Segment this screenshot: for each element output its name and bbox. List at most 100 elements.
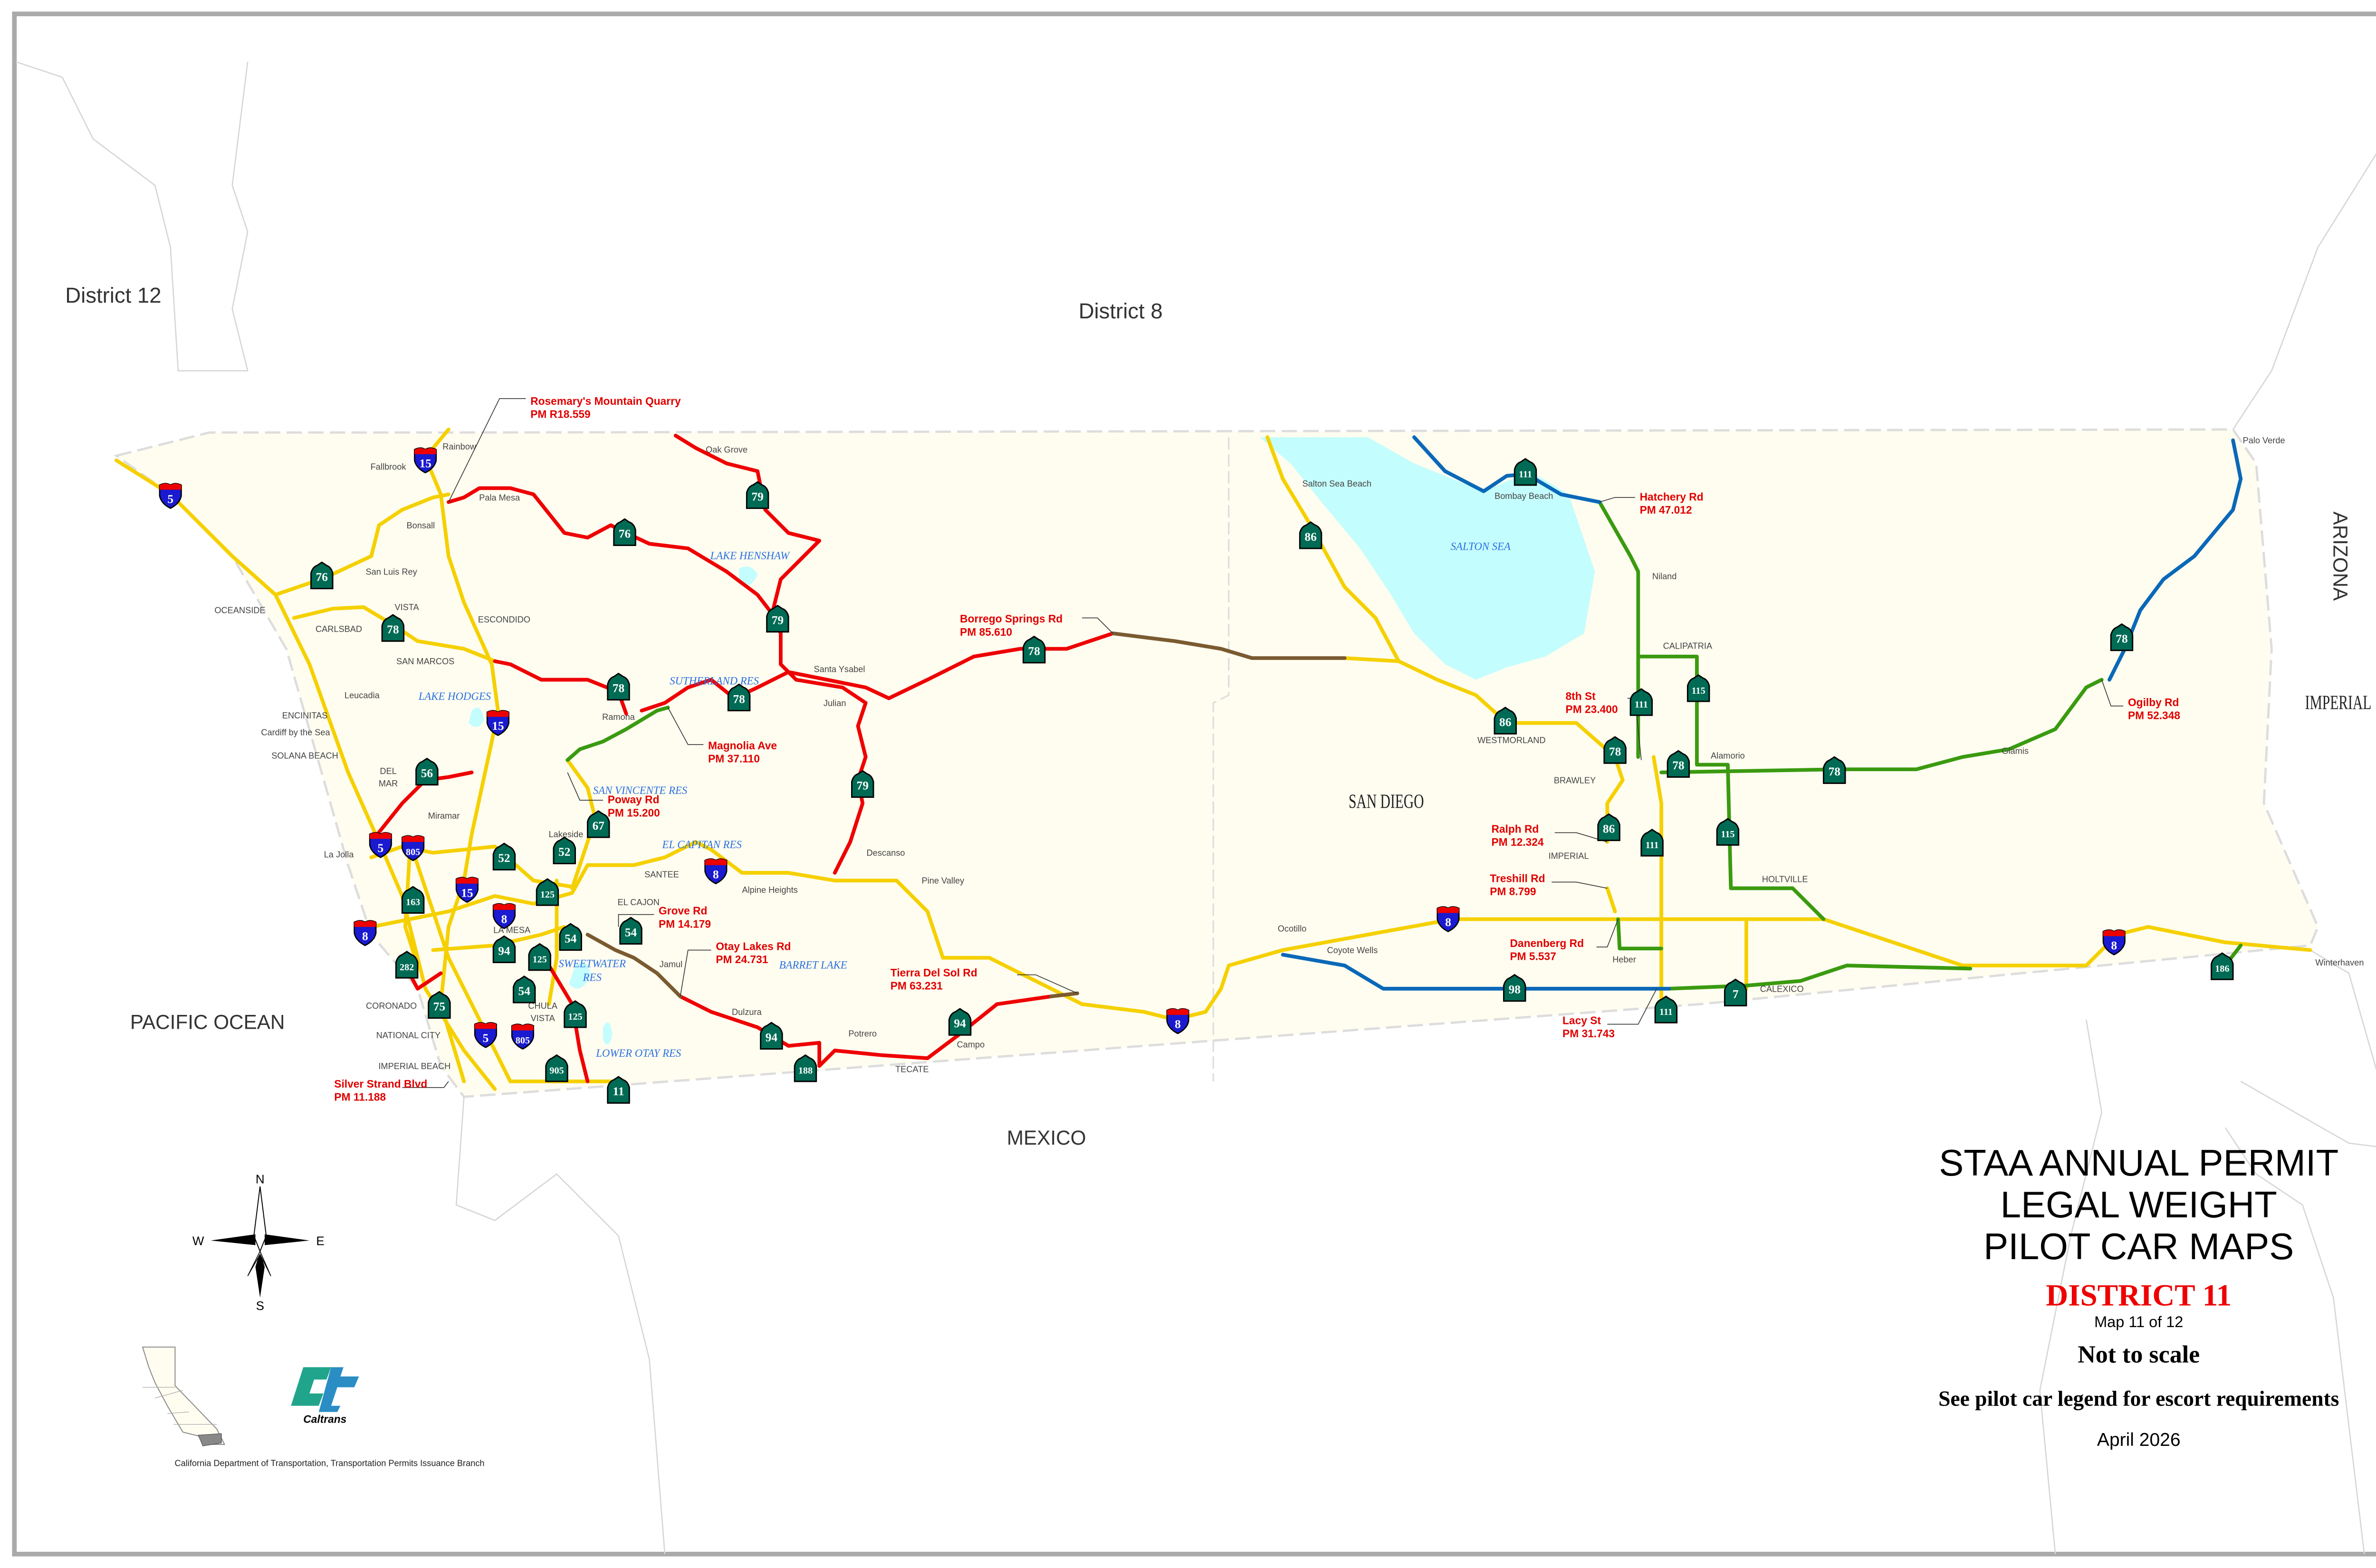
state-route-shield-icon: 188: [794, 1054, 817, 1082]
state-route-shield-icon: 98: [1503, 974, 1526, 1002]
interstate-shield-icon: 15: [455, 877, 479, 903]
callout-leader-line: [1607, 988, 1657, 1025]
state-route-shield-icon: 78: [1823, 756, 1846, 784]
water-body-label: LOWER OTAY RES: [595, 1047, 681, 1059]
place-label: Descanso: [867, 848, 905, 858]
state-route-shield-icon: 125: [536, 878, 559, 906]
shield-number: 163: [406, 897, 420, 908]
place-label: CARLSBAD: [316, 624, 362, 634]
shield-number: 8: [1445, 916, 1451, 929]
route-sr78-imperial: [1659, 678, 2104, 774]
place-label: Miramar: [428, 811, 460, 821]
state-route-shield-icon: 282: [395, 951, 419, 979]
title-line-1: STAA ANNUAL PERMIT: [1939, 1142, 2338, 1184]
place-label: Lakeside: [549, 830, 584, 839]
shield-number: 78: [2116, 632, 2127, 646]
interstate-shield-icon: 8: [1437, 906, 1460, 932]
arizona-label: ARIZONA: [2329, 512, 2351, 602]
route-sr86-west: [1265, 435, 1509, 725]
route-poway-green: [565, 706, 670, 762]
callout-road-name: Grove Rd: [659, 905, 707, 917]
shield-number: 76: [316, 570, 328, 583]
callout-leader-line: [618, 914, 654, 927]
state-route-shield-icon: 94: [760, 1022, 783, 1050]
place-label: Pine Valley: [921, 876, 965, 886]
state-route-shield-icon: 905: [545, 1054, 568, 1082]
place-label: Bombay Beach: [1495, 491, 1553, 501]
callout-road-name: 8th St: [1566, 690, 1596, 702]
callout-leader-line: [448, 398, 526, 503]
shield-number: 52: [498, 851, 510, 865]
place-label: Glamis: [2002, 746, 2029, 756]
shield-number: 76: [619, 527, 631, 540]
lake-henshaw: [739, 566, 758, 586]
shield-number: 125: [540, 889, 555, 900]
callout-postmile: PM 24.731: [716, 953, 768, 966]
callout-leader-line: [1554, 832, 1608, 842]
state-route-shield-icon: 94: [948, 1008, 972, 1036]
callout-postmile: PM 12.324: [1491, 836, 1543, 848]
shield-number: 111: [1646, 840, 1659, 851]
state-route-shield-icon: 111: [1629, 688, 1653, 716]
shield-number: 15: [419, 457, 431, 470]
shield-number: 94: [954, 1017, 966, 1030]
state-route-shield-icon: 11: [607, 1076, 630, 1104]
route-sr52: [369, 844, 574, 889]
callout-leader-line: [1596, 919, 1619, 947]
state-route-shield-icon: 111: [1654, 995, 1678, 1023]
callout-postmile: PM 31.743: [1562, 1027, 1615, 1040]
place-label: Salton Sea Beach: [1303, 479, 1372, 488]
state-route-shield-icon: 79: [746, 481, 769, 509]
state-route-shield-icon: 111: [1514, 458, 1537, 486]
place-label: Winterhaven: [2315, 958, 2364, 967]
callout-road-name: Ralph Rd: [1491, 822, 1539, 835]
state-route-shield-icon: 78: [381, 614, 405, 642]
shield-number: 805: [406, 847, 420, 858]
map-number: Map 11 of 12: [2094, 1313, 2183, 1330]
place-label: Alpine Heights: [742, 885, 798, 895]
interstate-shield-icon: 8: [354, 920, 377, 947]
state-route-shield-icon: 78: [727, 683, 751, 712]
water-body-label: SUTHERLAND RES: [670, 675, 759, 687]
place-label: BRAWLEY: [1554, 775, 1596, 785]
salton-sea: [1259, 437, 1595, 680]
place-label: SOLANA BEACH: [271, 751, 338, 760]
compass-n: N: [256, 1172, 265, 1186]
shield-number: 115: [1721, 829, 1734, 840]
interstate-shield-icon: 15: [414, 447, 437, 474]
title-block: STAA ANNUAL PERMIT LEGAL WEIGHT PILOT CA…: [1938, 1142, 2339, 1450]
place-label: Julian: [824, 698, 846, 708]
place-label: San Luis Rey: [366, 567, 418, 576]
caltrans-logo: Caltrans: [291, 1367, 359, 1425]
place-label: HOLTVILLE: [1762, 874, 1808, 884]
water-body-label: SWEETWATER: [558, 957, 626, 969]
place-label: La Jolla: [324, 850, 354, 859]
state-route-shield-icon: 78: [1667, 750, 1690, 778]
shield-number: 188: [798, 1066, 813, 1076]
route-network: [114, 427, 2312, 1091]
state-route-shield-icon: 79: [851, 770, 874, 798]
water-body-label: LAKE HENSHAW: [710, 550, 791, 562]
callout-leader-line: [680, 949, 711, 997]
route-sr98: [1281, 953, 1671, 991]
route-sr98-east: [1667, 964, 1973, 991]
route-i8: [369, 840, 2312, 1022]
place-label: Potrero: [848, 1029, 877, 1039]
state-route-shield-icon: 111: [1640, 829, 1664, 857]
route-sr163: [403, 848, 420, 967]
shield-number: 8: [2111, 939, 2117, 952]
route-i805: [408, 840, 512, 1083]
place-label: DEL: [380, 766, 396, 776]
route-sr115: [1636, 654, 1826, 921]
callout-road-name: Treshill Rd: [1490, 872, 1545, 884]
state-route-shield-icon: 76: [310, 561, 334, 590]
place-label: Pala Mesa: [479, 493, 520, 502]
route-danenberg: [1616, 917, 1664, 951]
place-label: Oak Grove: [706, 445, 747, 455]
place-label: Niland: [1652, 572, 1677, 581]
